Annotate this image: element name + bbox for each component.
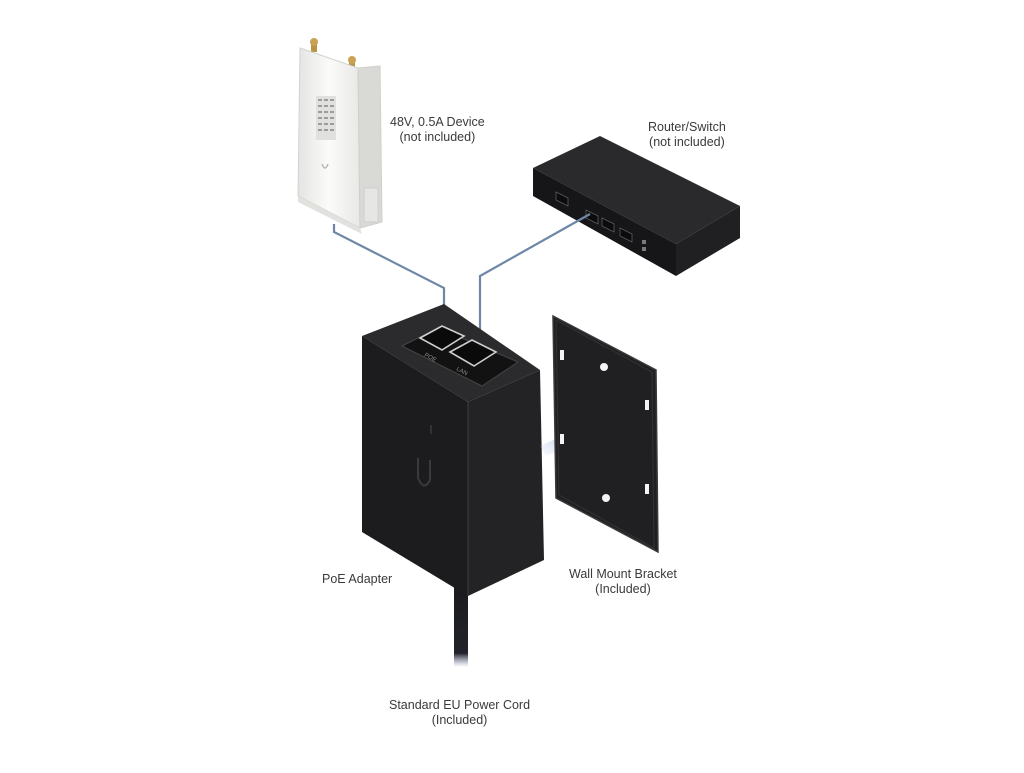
poe-adapter-icon: POE LAN: [362, 304, 544, 596]
lan-port-label: LAN: [455, 366, 468, 377]
bracket-label: Wall Mount Bracket (Included): [569, 567, 677, 597]
router-label-line2: (not included): [649, 135, 725, 149]
router-label: Router/Switch (not included): [648, 120, 726, 150]
device-label: 48V, 0.5A Device (not included): [390, 115, 485, 145]
wall-mount-bracket-icon: [552, 314, 659, 554]
power-cord: [454, 575, 468, 667]
cable-router-to-lan: [478, 213, 591, 352]
router-switch-icon: [533, 136, 740, 276]
device-label-line2: (not included): [399, 130, 476, 144]
cord-label: Standard EU Power Cord (Included): [389, 698, 530, 728]
cord-label-line1: Standard EU Power Cord: [389, 698, 531, 712]
bracket-label-line1: Wall Mount Bracket: [569, 567, 677, 581]
outdoor-device-icon: [297, 38, 383, 234]
cord-label-line2: (Included): [431, 713, 488, 727]
poe-port-label: POE: [423, 352, 437, 363]
adapter-label: PoE Adapter: [322, 572, 392, 587]
device-label-line1: 48V, 0.5A Device: [390, 115, 485, 129]
adapter-label-line1: PoE Adapter: [322, 572, 393, 586]
bracket-label-line2: (Included): [595, 582, 651, 596]
router-label-line1: Router/Switch: [648, 120, 726, 134]
ubiquiti-u-logo-icon: [417, 425, 432, 487]
